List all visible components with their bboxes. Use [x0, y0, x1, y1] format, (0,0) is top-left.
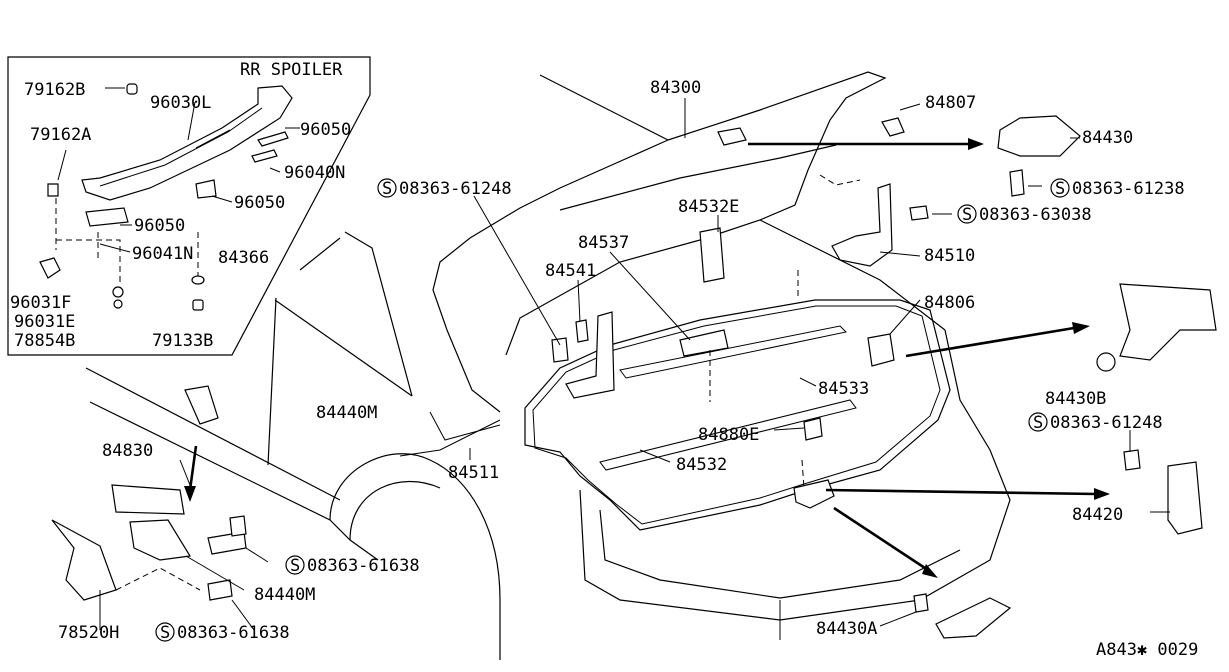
grommet-79162b: [126, 83, 138, 95]
washer-96031e: [112, 286, 124, 298]
bolt-84420: [1123, 449, 1141, 471]
label-96050-a: 96050: [300, 120, 351, 140]
striker-84430b-bracket: [1119, 283, 1217, 361]
grommet-84430b: [1096, 352, 1116, 372]
label-84440m-a: 84440M: [316, 403, 377, 423]
bolt-61638-b: [207, 579, 233, 601]
label-84430b: 84430B: [1045, 389, 1106, 409]
s-symbol: S: [160, 623, 170, 643]
nut-79133b: [192, 299, 204, 311]
label-78854b: 78854B: [14, 331, 75, 351]
lock-cylinder: [793, 479, 835, 509]
handle-84830: [111, 484, 185, 515]
rod-84533: [619, 325, 848, 379]
cable-84430a: [935, 597, 1012, 639]
inset-title: RR SPOILER: [240, 60, 343, 80]
pad-96050-b: [85, 207, 129, 227]
label-84830: 84830: [102, 441, 153, 461]
rear-spoiler: [81, 85, 293, 201]
s-circle-icon: [377, 178, 397, 198]
weatherstrip-84806: [867, 333, 895, 367]
clip-79162a: [47, 183, 59, 197]
label-84533: 84533: [818, 379, 869, 399]
s-symbol: S: [382, 179, 392, 199]
bracket-84532e: [699, 227, 725, 283]
clip-84430a: [913, 593, 929, 613]
label-84366: 84366: [218, 248, 269, 268]
label-08363-61238: 08363-61238: [1072, 179, 1185, 199]
nut-78854b: [113, 299, 123, 309]
opener-78520h: [51, 519, 117, 601]
s-symbol: S: [1033, 413, 1043, 433]
pad-96040n: [251, 149, 278, 163]
label-08363-61248-b: 08363-61248: [1050, 413, 1163, 433]
label-84880e: 84880E: [698, 425, 759, 445]
hinge-84510: [831, 183, 893, 267]
label-84537: 84537: [578, 233, 629, 253]
s-circle-icon: [1028, 412, 1048, 432]
label-96030l: 96030L: [150, 93, 211, 113]
s-circle-icon: [1050, 178, 1070, 198]
label-84532: 84532: [676, 455, 727, 475]
hinge-mount: [184, 385, 219, 425]
label-84532e: 84532E: [678, 197, 739, 217]
lever-84440m: [129, 519, 191, 561]
bolt-63038: [909, 205, 929, 221]
label-79162b: 79162B: [24, 80, 85, 100]
striker-plate: [717, 127, 747, 146]
diagram-code: A843✱ 0029: [1096, 640, 1198, 660]
label-08363-61638-a: 08363-61638: [307, 556, 420, 576]
label-79133b: 79133B: [152, 331, 213, 351]
bracket-84537: [679, 329, 729, 357]
s-symbols: S S S S S S: [155, 178, 1070, 643]
leader-lines: [99, 98, 1170, 631]
s-symbol: S: [1055, 179, 1065, 199]
label-96041n: 96041N: [132, 244, 193, 264]
label-84430: 84430: [1082, 128, 1133, 148]
clip-84880e: [803, 417, 823, 441]
label-08363-61248-a: 08363-61248: [399, 179, 512, 199]
bumper-84541: [575, 319, 589, 343]
bolt-61248: [551, 337, 569, 363]
latch-84420: [1167, 461, 1203, 535]
s-circle-icon: [285, 555, 305, 575]
s-circle-icon: [957, 204, 977, 224]
grommet-84366: [191, 275, 205, 285]
bolt-61638-a: [229, 515, 247, 537]
s-symbol: S: [290, 556, 300, 576]
label-84510: 84510: [924, 246, 975, 266]
lock-84430: [997, 115, 1081, 157]
bumper-84807: [881, 117, 905, 137]
label-84511: 84511: [448, 463, 499, 483]
label-84541: 84541: [545, 261, 596, 281]
label-84806: 84806: [924, 293, 975, 313]
label-84430a: 84430A: [816, 619, 877, 639]
callout-arrows: [184, 138, 1110, 578]
pad-96050-a: [257, 131, 289, 147]
label-96050-c: 96050: [134, 216, 185, 236]
label-84420: 84420: [1072, 505, 1123, 525]
s-circle-icon: [155, 622, 175, 642]
hinge-84511: [565, 311, 615, 399]
label-84807: 84807: [925, 93, 976, 113]
label-08363-61638-b: 08363-61638: [177, 623, 290, 643]
label-96050-b: 96050: [234, 193, 285, 213]
label-96031f: 96031F: [10, 293, 71, 313]
rr-spoiler-inset: RR SPOILER: [7, 56, 371, 356]
rod-84532: [599, 399, 857, 471]
bracket-96031f: [39, 257, 61, 279]
body-parts: [51, 115, 1217, 639]
s-symbol: S: [962, 205, 972, 225]
label-84440m-b: 84440M: [254, 585, 315, 605]
label-08363-63038: 08363-63038: [979, 205, 1092, 225]
label-79162a: 79162A: [30, 125, 91, 145]
label-78520h: 78520H: [58, 623, 119, 643]
part-labels: 79162B 79162A 96030L 96050 96040N 96050 …: [10, 78, 1198, 660]
bracket-96050: [195, 179, 217, 199]
label-96031e: 96031E: [14, 312, 75, 332]
label-96040n: 96040N: [284, 163, 345, 183]
label-84300: 84300: [650, 78, 701, 98]
bolt-61238: [1009, 169, 1025, 197]
